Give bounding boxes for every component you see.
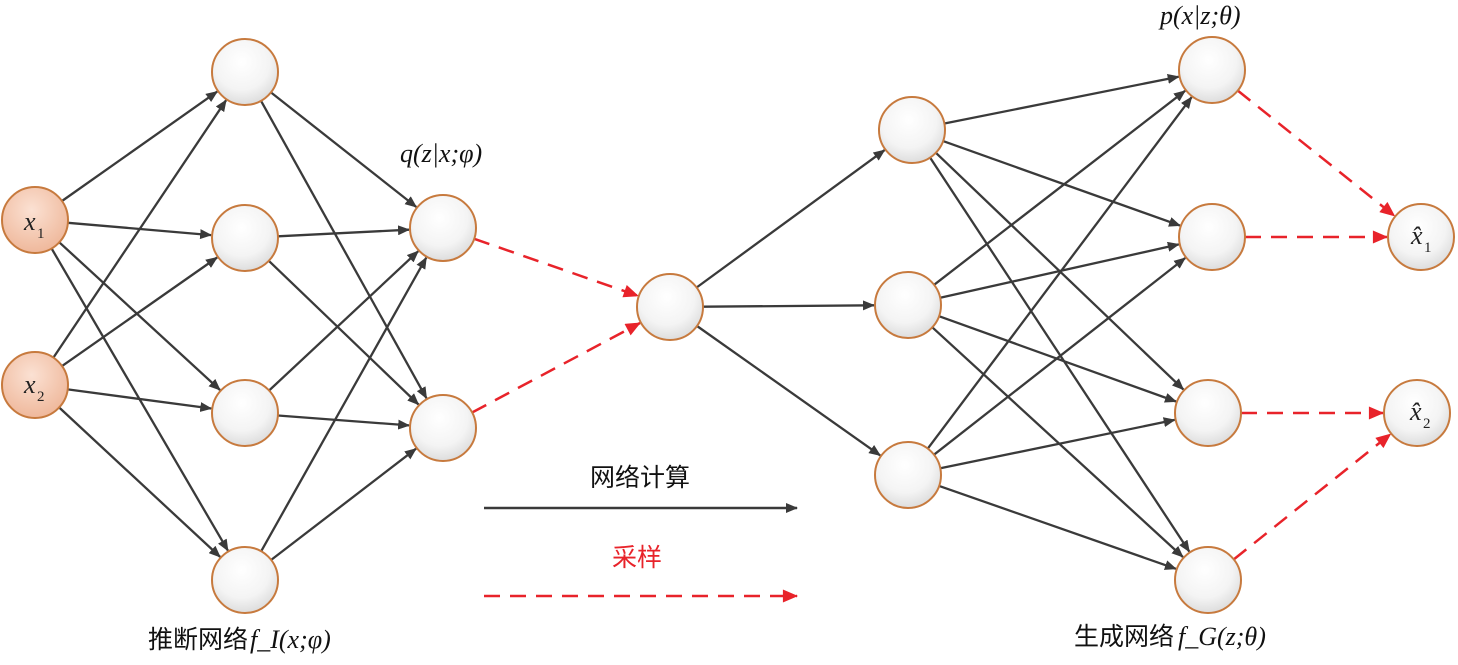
connection-edge-x2-h3 [67, 388, 213, 413]
decoder-hidden-node-1 [878, 96, 946, 164]
encoder-hidden-node-1 [211, 38, 279, 106]
svg-text:x̂: x̂ [1409, 397, 1422, 426]
svg-text:x: x [23, 207, 36, 236]
svg-text:1: 1 [37, 226, 45, 242]
decoder-function-label: f_G(z;θ) [1178, 622, 1266, 651]
encoder-hidden-node-4 [211, 546, 279, 614]
svg-text:2: 2 [37, 389, 45, 405]
encoder-output-node-1 [409, 194, 477, 262]
sampling-edge-o1-y1 [1237, 89, 1396, 217]
q-distribution-label: q(z|x;φ) [400, 139, 482, 168]
connection-edge-h4-q2 [270, 447, 417, 561]
network-nodes [1, 36, 1455, 614]
encoder-hidden-node-3 [211, 379, 279, 447]
connection-edge-x2-h1 [52, 99, 228, 359]
latent-node-z [636, 273, 704, 341]
decoder-hidden-node-3 [874, 441, 942, 509]
input-node-x1-label: x 1 [23, 207, 45, 242]
sampling-edge-q1-z [473, 237, 639, 298]
svg-text:x: x [23, 370, 36, 399]
decoder-output-node-3 [1174, 379, 1242, 447]
connection-edge-h4-q1 [260, 256, 428, 552]
svg-text:2: 2 [1423, 416, 1431, 432]
reconstructed-node-1 [1387, 203, 1455, 271]
decoder-hidden-node-2 [874, 271, 942, 339]
connection-edge-x2-h4 [58, 406, 221, 558]
legend-compute-label: 网络计算 [590, 463, 690, 492]
input-node-x2 [1, 351, 69, 419]
decoder-output-node-4 [1174, 546, 1242, 614]
encoder-output-node-2 [409, 394, 477, 462]
connection-edge-g3-o2 [933, 257, 1186, 456]
connection-edge-x1-h3 [58, 241, 221, 391]
p-distribution-label: p(x|z;θ) [1158, 1, 1241, 30]
decoder-output-node-1 [1178, 36, 1246, 104]
connection-edge-h2-q2 [268, 259, 420, 406]
sampling-edge-q2-z [471, 321, 641, 414]
connection-edge-g2-o2 [939, 241, 1180, 299]
reconstructed-node-2 [1383, 379, 1451, 447]
connection-edge-x1-h1 [61, 90, 219, 202]
svg-text:x̂: x̂ [1410, 221, 1423, 250]
svg-text:1: 1 [1424, 240, 1432, 256]
connection-edge-h2-q1 [277, 225, 410, 238]
decoder-output-node-2 [1178, 203, 1246, 271]
connection-edge-h3-q1 [268, 250, 419, 392]
legend-sample-label: 采样 [612, 543, 662, 572]
connection-edge-z-g3 [696, 325, 882, 457]
connection-edge-g3-o4 [938, 484, 1177, 570]
input-node-x2-label: x 2 [23, 370, 45, 405]
input-node-x1 [1, 186, 69, 254]
sampling-edge-o4-y2 [1233, 433, 1392, 561]
connection-edge-g1-o1 [944, 73, 1180, 125]
connection-edge-g1-o4 [929, 156, 1191, 553]
output-node-xhat1-label: x̂ 1 [1410, 221, 1432, 256]
connection-edge-x2-h2 [61, 256, 218, 368]
output-node-xhat2-label: x̂ 2 [1409, 397, 1431, 432]
connection-edge-h3-q2 [277, 414, 411, 430]
connection-edge-h1-q2 [259, 100, 428, 400]
connection-edge-g2-o1 [933, 89, 1186, 286]
encoder-hidden-node-2 [211, 204, 279, 272]
connection-edge-h1-q1 [270, 91, 418, 208]
connection-edge-g2-o4 [931, 326, 1184, 558]
decoder-caption: 生成网络 [1074, 622, 1174, 651]
connection-edge-g3-o3 [940, 417, 1176, 470]
encoder-function-label: f_I(x;φ) [250, 625, 331, 654]
legend: 网络计算 采样 [484, 463, 799, 603]
connection-edge-z-g1 [695, 149, 886, 289]
connection-edge-z-g2 [702, 300, 875, 311]
connection-edge-g3-o1 [926, 96, 1193, 450]
network-edges [50, 73, 1396, 570]
connection-edge-g1-o2 [942, 140, 1181, 227]
encoder-caption: 推断网络 [148, 625, 248, 654]
